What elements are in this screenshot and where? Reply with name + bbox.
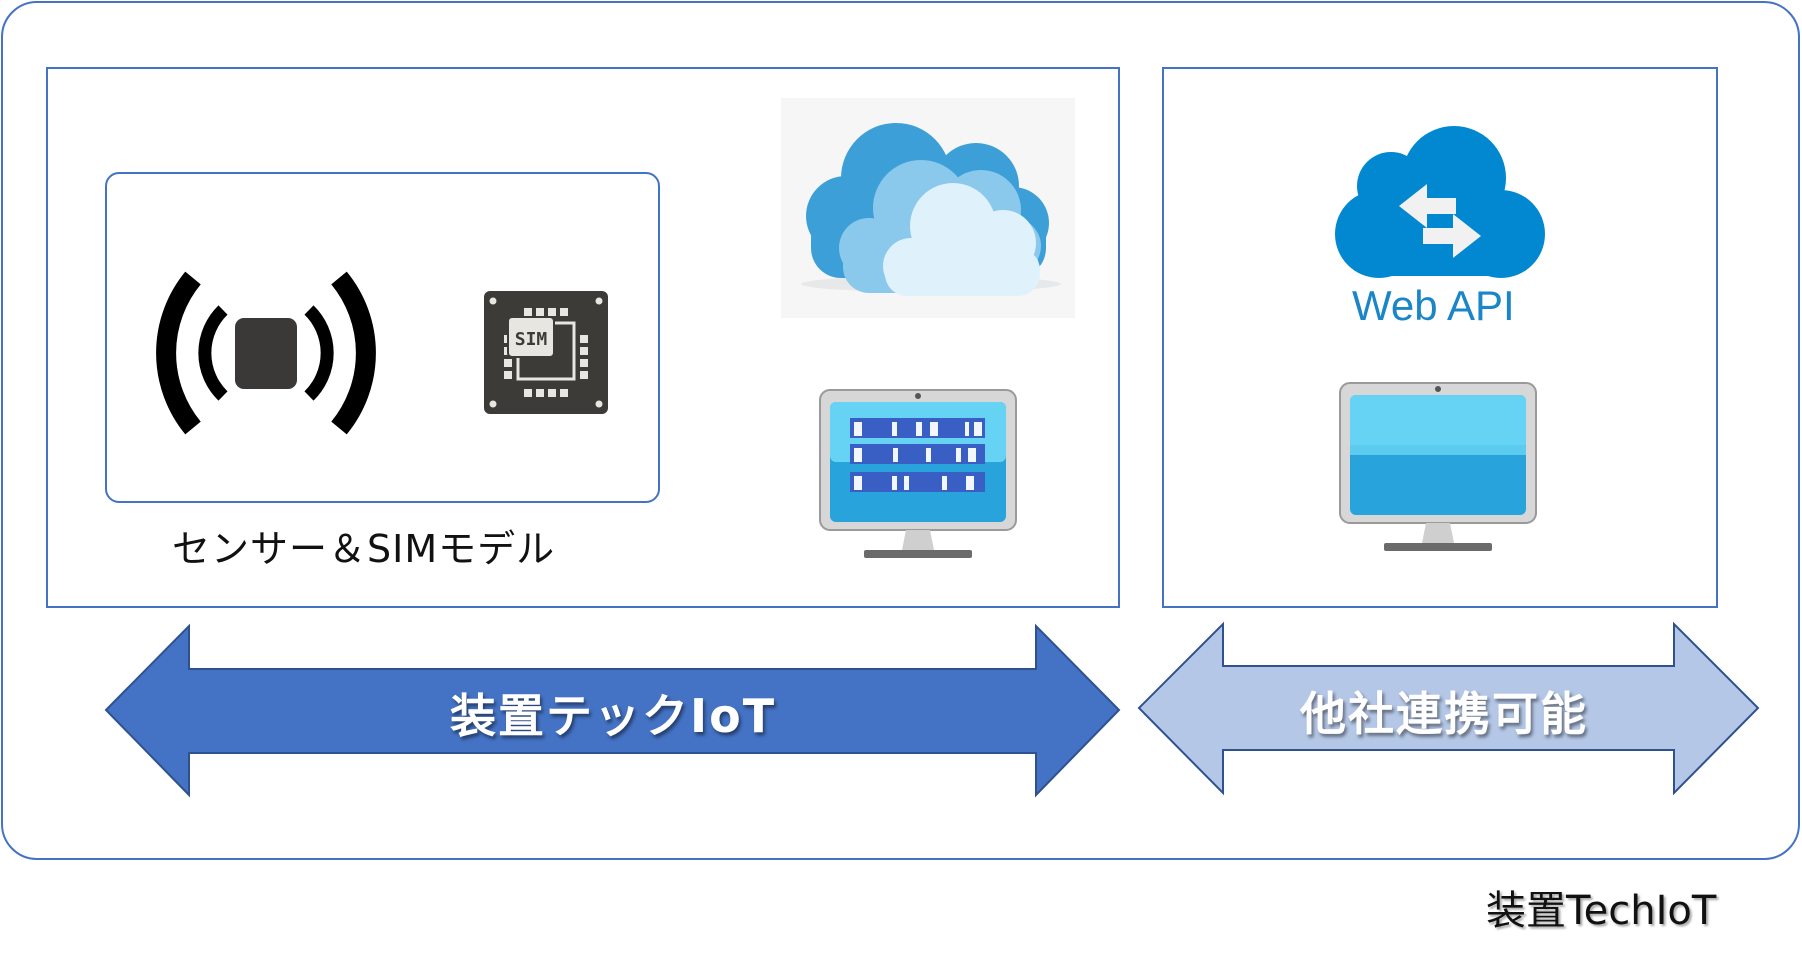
monitor-blank-icon	[1339, 382, 1537, 551]
cloud-icon	[781, 98, 1075, 318]
monitor-dashboard-icon	[819, 389, 1017, 558]
partner-arrow-label: 他社連携可能	[1300, 687, 1588, 741]
outer-frame	[1, 1, 1800, 860]
wireless-sensor-icon	[156, 271, 376, 435]
sensor-group-caption: センサー＆SIMモデル	[172, 527, 556, 571]
brand-caption: 装置TechIoT	[1486, 888, 1717, 934]
sim-chip-icon: SIM	[484, 291, 608, 414]
web-api-label: Web API	[1352, 282, 1515, 329]
web-api-cloud-icon	[1335, 126, 1545, 278]
partner-double-arrow	[1137, 621, 1760, 796]
sensor-sim-box	[105, 172, 660, 503]
iot-arrow-label: 装置テックIoT	[450, 689, 777, 743]
dashboard-grid	[850, 418, 985, 492]
sim-chip-label: SIM	[515, 329, 548, 350]
iot-double-arrow	[104, 623, 1121, 798]
